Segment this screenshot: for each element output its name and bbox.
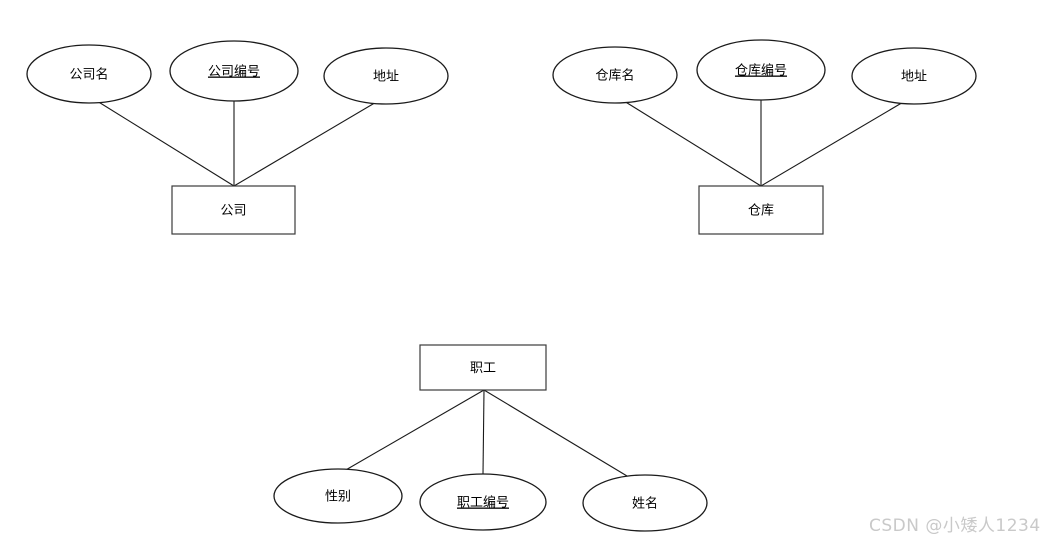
attribute-label-warehouse-2: 地址 [901,70,927,85]
connector-warehouse-2 [760,100,906,187]
attribute-ellipse-company-2[interactable] [323,47,449,105]
connector-employee-0 [343,389,485,472]
attribute-ellipse-warehouse-1[interactable] [696,39,826,101]
primary-key-label-employee-1: 职工编号 [457,496,509,511]
entity-label-warehouse: 仓库 [748,203,774,219]
attribute-employee-1[interactable]: 职工编号 [419,473,547,531]
entity-box-employee[interactable] [419,344,547,391]
attribute-ellipse-warehouse-2[interactable] [851,47,977,105]
entity-box-warehouse[interactable] [698,185,824,235]
attribute-company-0[interactable]: 公司名 [26,44,152,104]
attribute-company-1[interactable]: 公司编号 [169,40,299,102]
attribute-warehouse-0[interactable]: 仓库名 [552,46,678,104]
attribute-label-warehouse-0: 仓库名 [595,68,634,84]
connector-employee-2 [483,389,633,480]
connector-company-2 [233,100,379,187]
attribute-label-company-2: 地址 [373,70,399,85]
attribute-ellipse-employee-0[interactable] [273,468,403,524]
primary-key-label-warehouse-1: 仓库编号 [735,63,787,79]
entity-label-company: 公司 [220,204,246,219]
entity-box-company[interactable] [171,185,296,235]
attribute-warehouse-1[interactable]: 仓库编号 [696,39,826,101]
watermark-label: CSDN @小矮人1234 [869,516,1041,536]
attribute-label-employee-0: 性别 [325,490,351,505]
entity-warehouse[interactable]: 仓库 [698,185,824,235]
attribute-ellipse-employee-1[interactable] [419,473,547,531]
entity-company[interactable]: 公司 [171,185,296,235]
connector-employee-1 [482,389,485,475]
attribute-label-employee-2: 姓名 [632,496,658,512]
connector-warehouse-0 [623,100,762,187]
entity-label-employee: 职工 [470,361,496,376]
attribute-employee-0[interactable]: 性别 [273,468,403,524]
attribute-ellipse-warehouse-0[interactable] [552,46,678,104]
connector-lines-layer [96,100,906,480]
attribute-warehouse-2[interactable]: 地址 [851,47,977,105]
attribute-employee-2[interactable]: 姓名 [582,474,708,532]
attribute-label-company-0: 公司名 [69,67,108,83]
attribute-company-2[interactable]: 地址 [323,47,449,105]
connector-company-0 [96,100,235,187]
attribute-ellipse-company-0[interactable] [26,44,152,104]
entity-employee[interactable]: 职工 [419,344,547,391]
primary-key-label-company-1: 公司编号 [208,65,260,80]
attribute-ellipse-employee-2[interactable] [582,474,708,532]
attribute-ellipse-company-1[interactable] [169,40,299,102]
